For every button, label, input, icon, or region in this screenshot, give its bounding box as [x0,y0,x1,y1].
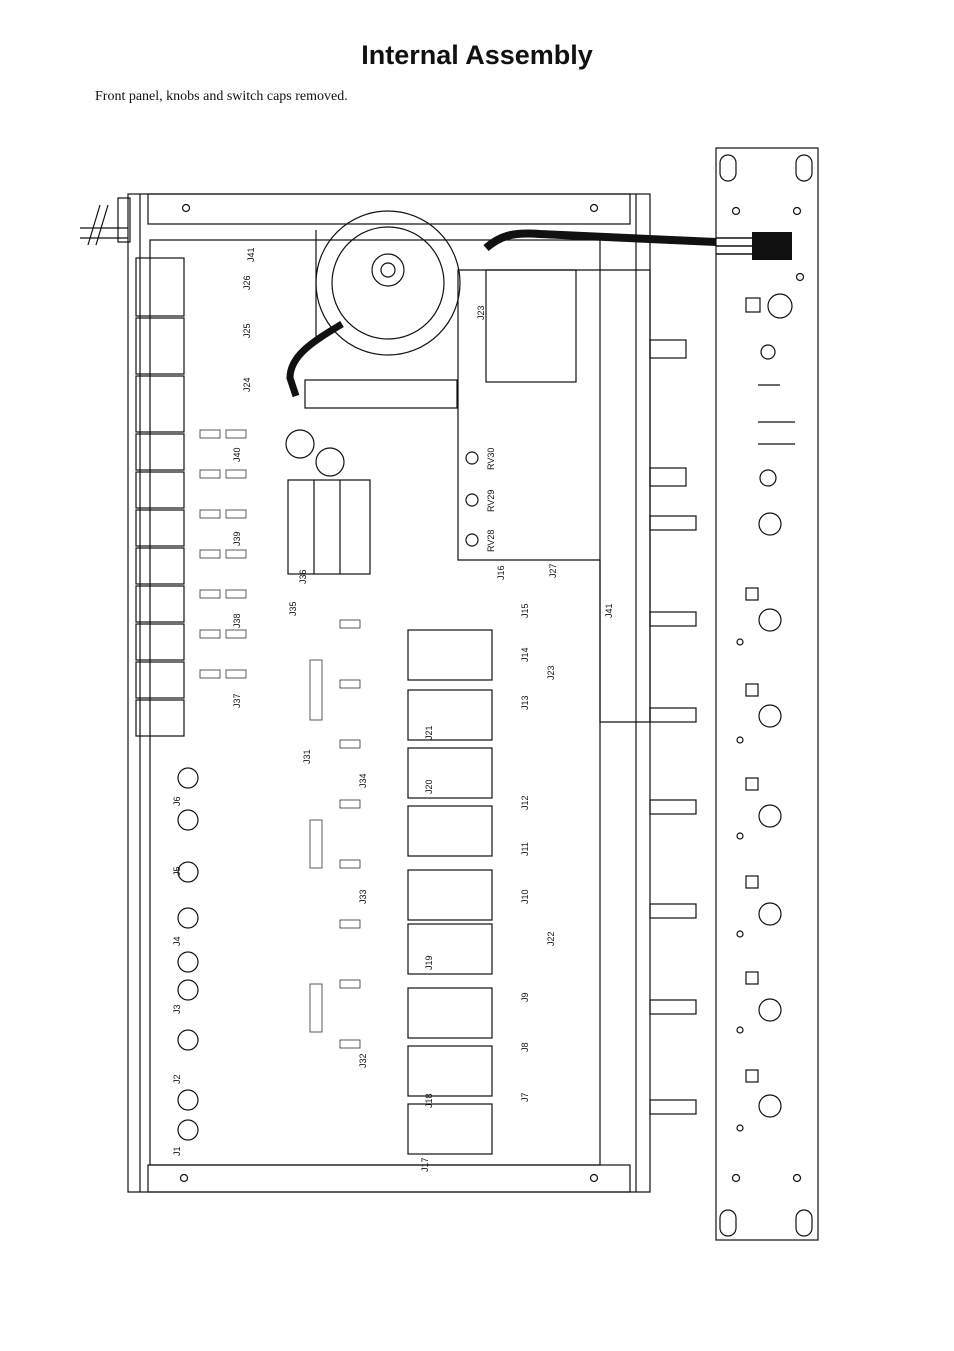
label-j10: J10 [520,889,530,904]
main-pcb [149,239,601,1166]
chassis-bottom-flange [147,1164,631,1193]
front-panel-cable [483,229,717,252]
mounting-hole [589,203,599,213]
label-j23-top: J23 [476,305,486,320]
label-j34: J34 [358,773,368,788]
cable-connector [752,232,792,260]
label-j36: J36 [298,569,308,584]
label-j3: J3 [172,1004,182,1014]
label-j24: J24 [242,377,252,392]
label-j38: J38 [232,613,242,628]
label-j14: J14 [520,647,530,662]
label-j9: J9 [520,992,530,1002]
label-j7: J7 [520,1092,530,1102]
label-j35: J35 [288,601,298,616]
label-rv29: RV29 [486,490,496,512]
label-j37: J37 [232,693,242,708]
heatsink [287,479,371,575]
label-j41-top: J41 [246,247,256,262]
label-j11: J11 [520,842,530,856]
label-j23-mid: J23 [546,665,556,680]
label-j12: J12 [520,795,530,810]
mounting-hole [181,203,191,213]
label-rv30: RV30 [486,448,496,470]
label-j27: J27 [548,563,558,578]
input-jack-column [135,257,185,737]
label-j22: J22 [546,931,556,946]
label-j32: J32 [358,1053,368,1068]
label-j5: J5 [172,866,182,876]
label-j41-right: J41 [604,603,614,618]
label-j16: J16 [496,565,506,580]
label-j1: J1 [172,1146,182,1156]
channel-ic-blocks [407,629,493,1155]
board-components [199,429,361,1049]
page-title: Internal Assembly [361,40,593,70]
label-j6: J6 [172,796,182,806]
label-j21: J21 [424,725,434,740]
label-j39: J39 [232,531,242,546]
label-j25: J25 [242,323,252,338]
label-j33: J33 [358,889,368,904]
label-j15: J15 [520,603,530,618]
trimmer-rv30 [465,451,479,465]
trimmer-rv29 [465,493,479,507]
chassis-outline [127,193,651,1193]
j23-board [485,269,577,383]
page-subtitle: Front panel, knobs and switch caps remov… [95,89,348,104]
rear-pot-shafts [649,339,697,1115]
label-j20: J20 [424,779,434,794]
label-j31: J31 [302,749,312,764]
label-j19: J19 [424,955,434,970]
channel-capacitors [177,429,345,1141]
mains-cable [80,204,128,246]
transformer [315,210,461,356]
chassis-top-flange [147,193,631,225]
trimmer-rv28 [465,533,479,547]
label-j40: J40 [232,447,242,462]
label-j18: J18 [424,1093,434,1108]
transformer-lead [286,320,344,398]
label-rv28: RV28 [486,530,496,552]
label-j2: J2 [172,1074,182,1084]
front-panel [715,147,819,1241]
mounting-hole [589,1173,599,1183]
label-j26: J26 [242,275,252,290]
label-j13: J13 [520,695,530,710]
label-j17: J17 [420,1157,430,1172]
mounting-hole [179,1173,189,1183]
label-j4: J4 [172,936,182,946]
label-j8: J8 [520,1042,530,1052]
front-panel-holes [736,293,795,1132]
